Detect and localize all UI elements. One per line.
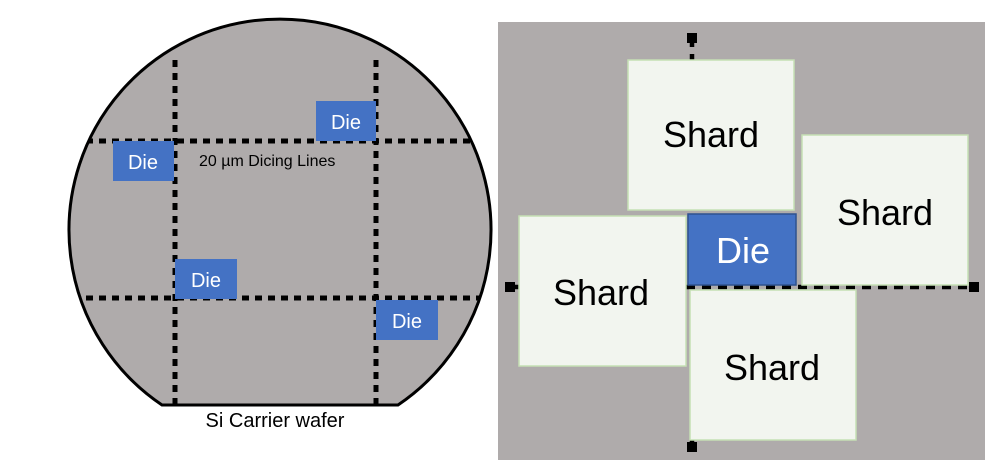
shard-panel: Shard Shard Shard Shard Die: [498, 22, 985, 460]
die-label: Die: [392, 311, 422, 333]
dicing-lines-label: 20 µm Dicing Lines: [199, 153, 335, 170]
shard-top: [627, 59, 795, 211]
carrier-wafer-caption: Si Carrier wafer: [205, 410, 345, 432]
shard-label: Shard: [837, 192, 933, 233]
shard-left: [518, 215, 687, 367]
die-3: [175, 259, 237, 299]
die-label: Die: [128, 152, 158, 174]
shard-bottom: [689, 289, 857, 441]
die-2: [113, 141, 174, 181]
die-center: [687, 213, 797, 286]
die-center-label: Die: [716, 230, 770, 271]
die-label: Die: [191, 270, 221, 292]
die-label: Die: [331, 112, 361, 134]
wafer-panel: Die Die Die Die 20 µm Dicing Lines: [67, 17, 493, 407]
alignment-marker-top: [687, 33, 697, 43]
alignment-marker-bottom: [687, 442, 697, 452]
shard-label: Shard: [724, 347, 820, 388]
alignment-marker-left: [505, 282, 515, 292]
shard-right: [801, 134, 969, 286]
alignment-marker-right: [969, 282, 979, 292]
shard-label: Shard: [553, 272, 649, 313]
carrier-wafer: [67, 17, 493, 407]
die-4: [376, 300, 438, 340]
die-1: [316, 101, 376, 141]
shard-label: Shard: [663, 114, 759, 155]
